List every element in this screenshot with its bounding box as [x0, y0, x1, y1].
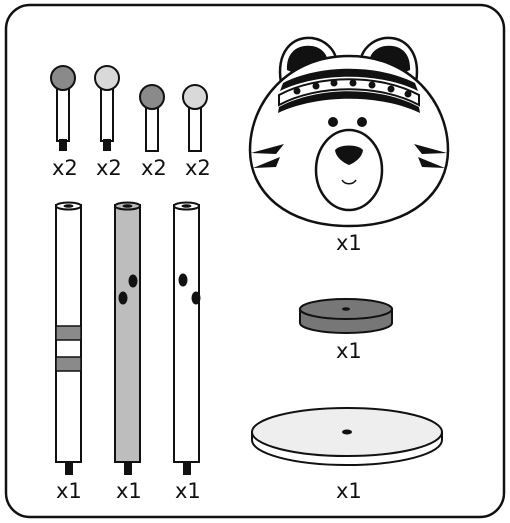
large-base-quantity: x1 [336, 479, 362, 503]
tiger-head [248, 36, 450, 228]
tiger-eye-left [328, 117, 338, 127]
large-base [251, 407, 443, 466]
post-2 [114, 201, 141, 475]
pin-1-quantity: x2 [52, 156, 78, 180]
post-2-quantity: x1 [116, 479, 142, 503]
tiger-nose [335, 145, 363, 165]
post-3-quantity: x1 [175, 479, 201, 503]
post-1-band-2 [55, 356, 82, 372]
pin-4-quantity: x2 [185, 156, 211, 180]
post-2-hole-1 [128, 274, 138, 288]
pin-3-quantity: x2 [141, 156, 167, 180]
post-2-body [114, 204, 141, 463]
small-disc [299, 298, 393, 334]
tiger-head-quantity: x1 [336, 231, 362, 255]
post-3-hole-1 [178, 273, 188, 287]
pin-2-quantity: x2 [96, 156, 122, 180]
pin-3 [139, 84, 165, 152]
tiger-muzzle [314, 128, 384, 212]
pin-1-head [50, 65, 76, 91]
post-2-hole-2 [118, 291, 128, 305]
post-1-quantity: x1 [56, 479, 82, 503]
post-3 [173, 201, 201, 475]
pin-2 [94, 65, 120, 151]
post-1 [55, 201, 82, 475]
post-3-hole-2 [191, 291, 201, 305]
post-3-body [173, 204, 200, 463]
small-disc-quantity: x1 [336, 339, 362, 363]
pin-4 [182, 84, 208, 152]
tiger-eye-right [357, 117, 367, 127]
post-1-band-1 [55, 325, 82, 341]
pin-3-head [139, 84, 165, 110]
pin-4-head [182, 84, 208, 110]
pin-1 [50, 65, 76, 151]
pin-2-head [94, 65, 120, 91]
